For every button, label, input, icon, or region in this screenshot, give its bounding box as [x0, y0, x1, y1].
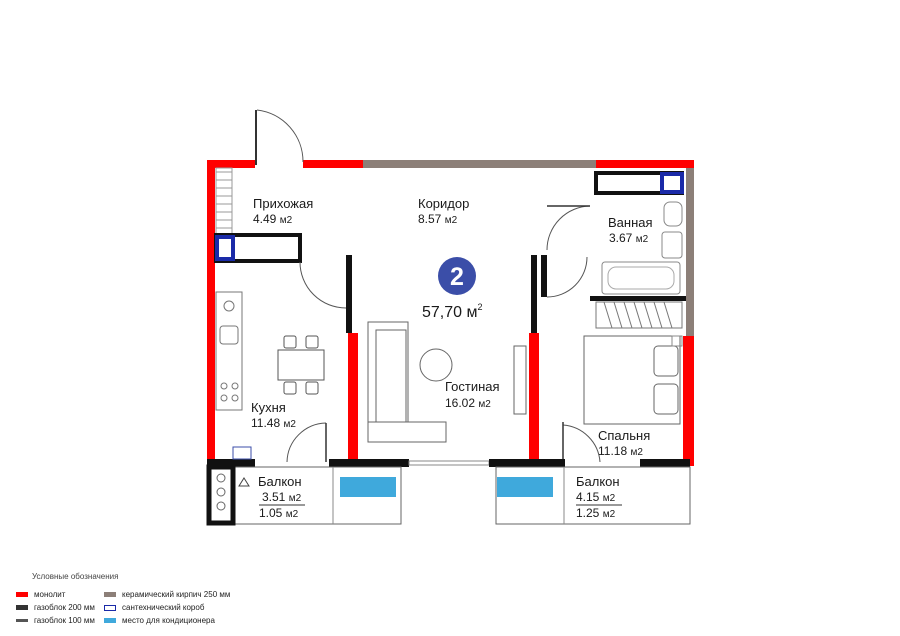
bathroom-door2-swing [546, 256, 588, 298]
nightstand-top [671, 335, 683, 347]
cooktop [220, 382, 239, 402]
room-name-bathroom: Ванная [608, 215, 653, 230]
legend-swatch-gasblock100 [16, 619, 28, 622]
wall-brick-right [686, 168, 694, 336]
bedroom-door-swing [562, 424, 601, 463]
dining-table [277, 335, 325, 395]
entry-door-swing [256, 109, 304, 163]
room-name-hall: Прихожая [253, 196, 313, 211]
facade-wall-right [640, 459, 690, 467]
coffee-table [419, 348, 453, 382]
balcony-left-wall [206, 464, 236, 526]
room-name-living: Гостиная [445, 379, 500, 394]
legend-swatch-brick250 [104, 592, 116, 597]
room-area-balcony-right: 4.15 м2 [576, 490, 616, 504]
wall-bathroom-bottom [590, 296, 686, 301]
legend-item-monolith: монолит [16, 590, 65, 599]
bathtub [601, 261, 681, 295]
wardrobe-ribs [595, 301, 683, 329]
apartment-number-badge [438, 257, 476, 295]
ac-place-left [340, 477, 396, 497]
legend-swatch-monolith [16, 592, 28, 597]
wall-living-bedroom-top [531, 255, 537, 333]
legend-item-gasblock100: газоблок 100 мм [16, 616, 95, 625]
entry-door-leaf [255, 110, 257, 165]
wall-monolith-left [207, 160, 215, 465]
room-name-corridor: Коридор [418, 196, 469, 211]
room-name-balcony-right: Балкон [576, 474, 620, 489]
kitchen-window-radiator [232, 446, 252, 460]
room-area-kitchen: 11.48 м2 [251, 416, 296, 430]
hall-wall-insulation [215, 167, 233, 235]
room-area-corridor: 8.57 м2 [418, 212, 458, 226]
kitchen-counter [215, 291, 243, 411]
kitchen-sink [223, 300, 235, 312]
warning-triangle-icon [238, 477, 250, 487]
room-area2-balcony-left: 1.05 м2 [259, 506, 299, 520]
room-name-balcony-left: Балкон [258, 474, 302, 489]
sofa [367, 321, 447, 443]
wall-bathroom-left [541, 255, 547, 297]
legend-item-plumbing-box: сантехнический короб [104, 603, 204, 612]
room-area-living: 16.02 м2 [445, 396, 491, 410]
bath-sink [661, 231, 683, 259]
room-area-bedroom: 11.18 м2 [598, 444, 643, 458]
tv-unit [513, 345, 527, 415]
wall-monolith-right [683, 336, 694, 466]
legend-item-ac-place: место для кондиционера [104, 616, 215, 625]
facade-wall-a [329, 459, 409, 467]
wall-monolith-top-left [207, 160, 255, 168]
wall-kitchen-living-top [346, 255, 352, 333]
balcony-left-shaft [216, 473, 226, 511]
bed [583, 335, 681, 425]
ac-place-right [497, 477, 553, 497]
legend-item-gasblock200: газоблок 200 мм [16, 603, 95, 612]
legend-swatch-ac-place [104, 618, 116, 623]
room-name-kitchen: Кухня [251, 400, 286, 415]
wall-kitchen-living-monolith [348, 333, 358, 463]
kitchen-balcony-door-swing [286, 422, 327, 463]
toilet [663, 201, 683, 227]
bathroom-door-swing [546, 205, 591, 251]
legend-label: сантехнический короб [122, 603, 205, 612]
legend-label: керамический кирпич 250 мм [122, 590, 231, 599]
legend-title: Условные обозначения [32, 572, 119, 581]
wall-living-bedroom-monolith [529, 333, 539, 463]
legend-swatch-gasblock200 [16, 605, 28, 610]
balcony-right-outline [495, 466, 691, 525]
facade-wall-left [207, 459, 255, 467]
plumbing-box-bath [660, 172, 684, 194]
legend-label: место для кондиционера [122, 616, 215, 625]
apartment-total-area: 57,70 м2 [422, 302, 483, 321]
room-name-bedroom: Спальня [598, 428, 650, 443]
legend-label: газоблок 100 мм [34, 616, 95, 625]
room-area2-balcony-right: 1.25 м2 [576, 506, 616, 520]
facade-window-a [408, 460, 490, 466]
room-area-balcony-left: 3.51 м2 [262, 490, 302, 504]
legend-label: монолит [34, 590, 66, 599]
room-area-bathroom: 3.67 м2 [609, 231, 649, 245]
plumbing-box-hall [215, 235, 235, 261]
wall-monolith-top-right [596, 160, 694, 168]
facade-wall-b [489, 459, 565, 467]
room-area-hall: 4.49 м2 [253, 212, 293, 226]
legend-label: газоблок 200 мм [34, 603, 95, 612]
wall-brick-top [363, 160, 596, 168]
legend-item-brick250: керамический кирпич 250 мм [104, 590, 230, 599]
legend-swatch-plumbing-box [104, 604, 116, 611]
wall-monolith-top-mid [303, 160, 363, 168]
kitchen-door-swing [299, 261, 347, 309]
apartment-number: 2 [450, 263, 464, 291]
